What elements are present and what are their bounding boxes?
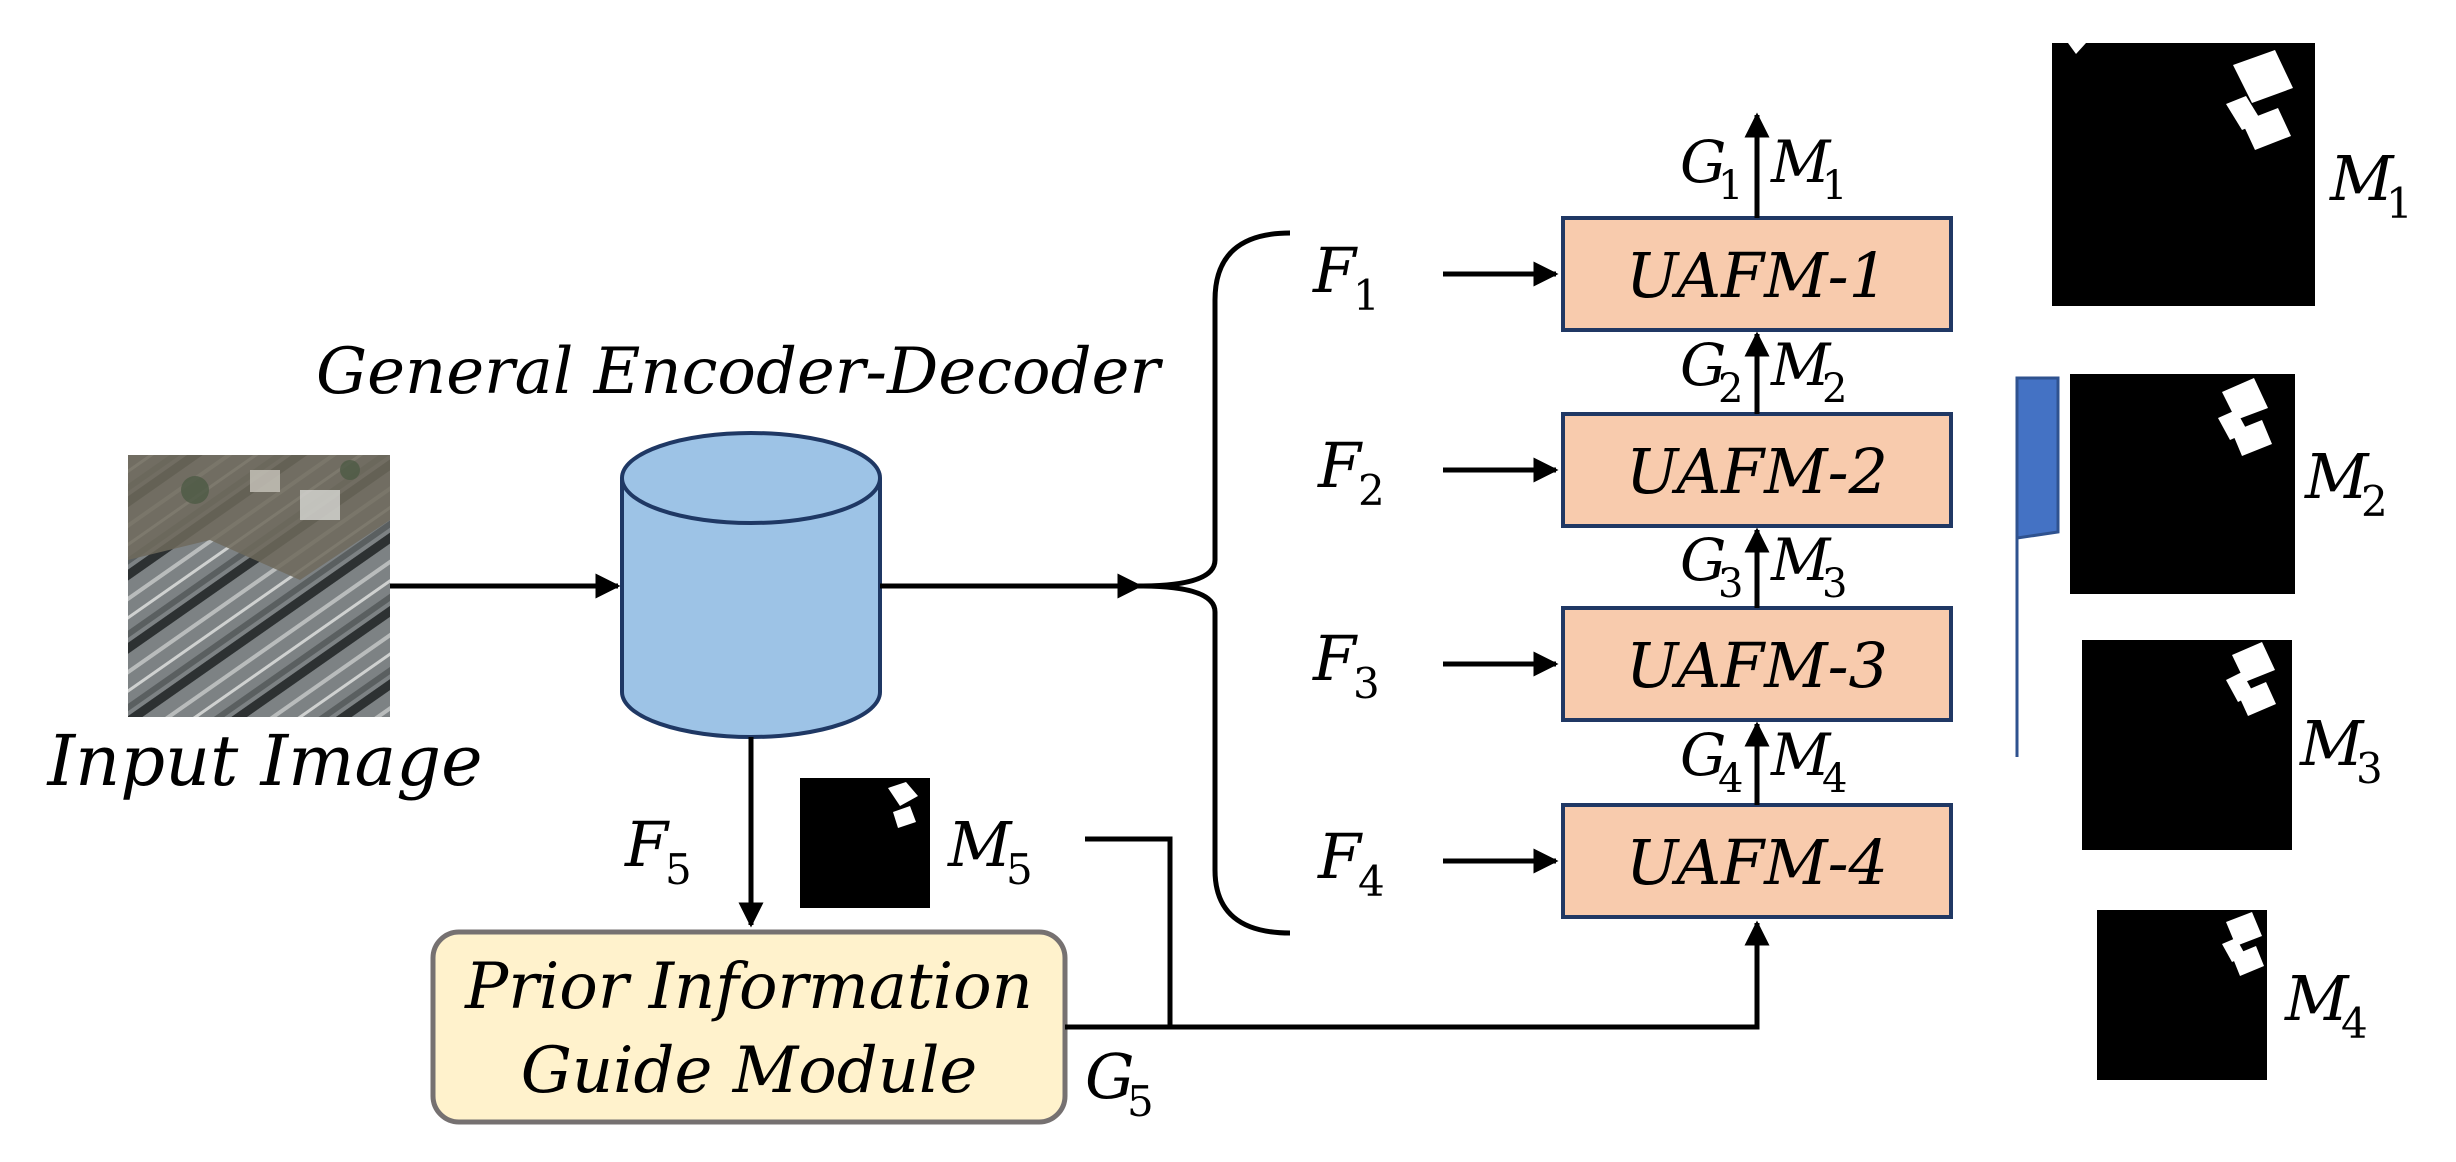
svg-text:5: 5 <box>1006 845 1033 894</box>
svg-text:M: M <box>1770 128 1832 196</box>
svg-text:2: 2 <box>2361 477 2388 526</box>
svg-text:1: 1 <box>1718 163 1743 209</box>
svg-text:UAFM-2: UAFM-2 <box>1626 435 1888 508</box>
encoder-cylinder <box>620 431 882 739</box>
mask-label-m5: M 5 <box>947 808 1033 894</box>
svg-text:3: 3 <box>1353 659 1380 708</box>
guide-label-4: G 4 M 4 <box>1680 721 1847 802</box>
svg-text:M: M <box>2284 962 2350 1035</box>
mask-m3 <box>2082 640 2292 850</box>
svg-text:G: G <box>1680 128 1726 196</box>
guide-label-g5: G 5 <box>1085 1040 1154 1126</box>
feature-label-f1: F 1 <box>1312 234 1380 320</box>
svg-text:M: M <box>1770 721 1832 789</box>
feature-label-f3: F 3 <box>1312 622 1380 708</box>
svg-text:UAFM-4: UAFM-4 <box>1626 826 1888 899</box>
svg-text:Prior Information: Prior Information <box>464 950 1033 1024</box>
mask-label-m1: M 1 <box>2329 142 2413 228</box>
svg-text:M: M <box>2304 440 2370 513</box>
svg-text:1: 1 <box>2386 179 2413 228</box>
guide-label-1: G 1 M 1 <box>1680 128 1847 209</box>
svg-text:4: 4 <box>1822 756 1847 802</box>
svg-text:4: 4 <box>2341 999 2368 1048</box>
mask-label-m3: M 3 <box>2299 707 2383 793</box>
guide-label-3: G 3 M 3 <box>1680 526 1847 607</box>
feature-label-f4: F 4 <box>1317 820 1385 906</box>
svg-text:F: F <box>1312 622 1358 695</box>
svg-text:UAFM-1: UAFM-1 <box>1626 239 1888 312</box>
guide-label-2: G 2 M 2 <box>1680 331 1847 412</box>
svg-text:F: F <box>1317 820 1363 893</box>
svg-text:3: 3 <box>1822 561 1847 607</box>
uafm-block-3: UAFM-3 <box>1561 606 1953 722</box>
uafm-block-2: UAFM-2 <box>1561 412 1953 528</box>
prior-information-guide-module: Prior Information Guide Module <box>430 929 1068 1125</box>
feature-label-f5: F 5 <box>624 808 692 894</box>
arrow-g5-to-uafm4 <box>1065 920 1770 1030</box>
svg-text:1: 1 <box>1353 271 1380 320</box>
input-image-label: Input Image <box>45 720 482 802</box>
svg-text:F: F <box>624 808 670 881</box>
mask-m2 <box>2070 374 2295 594</box>
uafm-block-4: UAFM-4 <box>1561 803 1953 919</box>
svg-text:2: 2 <box>1718 366 1743 412</box>
svg-text:M: M <box>2299 707 2365 780</box>
svg-text:3: 3 <box>2356 744 2383 793</box>
svg-text:4: 4 <box>1358 857 1385 906</box>
svg-text:M: M <box>947 808 1013 881</box>
svg-text:5: 5 <box>665 845 692 894</box>
svg-text:2: 2 <box>1822 366 1847 412</box>
svg-text:G: G <box>1680 721 1726 789</box>
svg-text:F: F <box>1317 429 1363 502</box>
line-m5-to-merge <box>1085 836 1173 1027</box>
svg-text:2: 2 <box>1358 466 1385 515</box>
svg-text:G: G <box>1680 526 1726 594</box>
feature-brace <box>1139 230 1291 936</box>
svg-text:G: G <box>1085 1040 1135 1113</box>
svg-text:3: 3 <box>1718 561 1743 607</box>
uafm-block-1: UAFM-1 <box>1561 216 1953 332</box>
mask-label-m2: M 2 <box>2304 440 2388 526</box>
svg-text:M: M <box>2329 142 2395 215</box>
output-arrow <box>2015 376 2060 757</box>
svg-text:1: 1 <box>1822 163 1847 209</box>
feature-label-f2: F 2 <box>1317 429 1385 515</box>
svg-text:F: F <box>1312 234 1358 307</box>
svg-text:UAFM-3: UAFM-3 <box>1626 629 1888 702</box>
mask-m4 <box>2097 910 2267 1080</box>
input-image <box>128 455 390 717</box>
svg-text:M: M <box>1770 526 1832 594</box>
encoder-label: General Encoder-Decoder <box>316 335 1163 409</box>
svg-text:4: 4 <box>1718 756 1743 802</box>
svg-text:5: 5 <box>1127 1077 1154 1126</box>
svg-text:M: M <box>1770 331 1832 399</box>
svg-text:Guide Module: Guide Module <box>521 1034 978 1108</box>
mask-m1 <box>2052 43 2315 306</box>
mask-label-m4: M 4 <box>2284 962 2368 1048</box>
mask-m5 <box>800 778 930 908</box>
svg-text:G: G <box>1680 331 1726 399</box>
